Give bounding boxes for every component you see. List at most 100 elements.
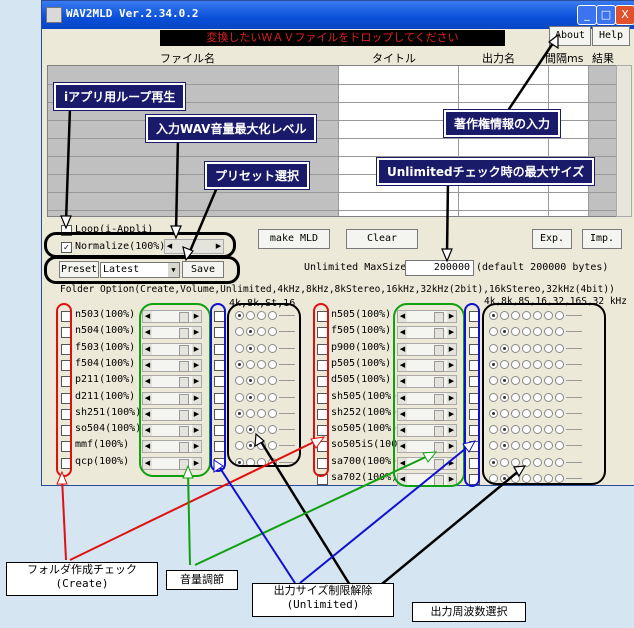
freq-radio[interactable]	[533, 327, 542, 337]
freq-radio[interactable]	[257, 408, 266, 418]
freq-radio[interactable]	[544, 376, 553, 386]
close-button[interactable]: X	[615, 5, 634, 25]
freq-radio[interactable]	[235, 392, 244, 402]
slider-thumb[interactable]	[434, 360, 444, 372]
freq-radio[interactable]	[268, 343, 277, 353]
header-output-name[interactable]: 出力名	[482, 52, 515, 65]
freq-radio[interactable]	[533, 474, 542, 483]
freq-radio[interactable]	[489, 425, 498, 435]
freq-radio[interactable]	[257, 327, 266, 337]
freq-radio[interactable]	[533, 359, 542, 369]
freq-radio[interactable]	[246, 327, 255, 337]
normalize-checkbox[interactable]: ✓	[61, 242, 72, 253]
volume-slider[interactable]: ◀▶	[142, 358, 202, 372]
freq-radio[interactable]	[268, 311, 277, 320]
freq-radio[interactable]	[533, 425, 542, 435]
freq-radio[interactable]	[522, 457, 531, 467]
slider-left-arrow-icon[interactable]: ◀	[398, 343, 407, 355]
max-size-input[interactable]: 200000	[405, 260, 474, 276]
volume-slider[interactable]: ◀▶	[397, 358, 457, 372]
freq-radio[interactable]	[500, 359, 509, 369]
freq-radio[interactable]	[544, 474, 553, 483]
volume-slider[interactable]: ◀▶	[142, 407, 202, 421]
slider-thumb[interactable]	[179, 377, 189, 389]
slider-thumb[interactable]	[434, 409, 444, 421]
export-button[interactable]: Exp.	[532, 229, 572, 249]
slider-right-arrow-icon[interactable]: ▶	[192, 457, 201, 469]
freq-radio[interactable]	[555, 359, 564, 369]
slider-right-arrow-icon[interactable]: ▶	[447, 392, 456, 404]
freq-radio[interactable]	[522, 408, 531, 418]
freq-radio[interactable]	[555, 376, 564, 386]
slider-right-arrow-icon[interactable]: ▶	[447, 457, 456, 469]
freq-radio[interactable]	[257, 311, 266, 320]
slider-right-arrow-icon[interactable]: ▶	[447, 359, 456, 371]
freq-radio[interactable]	[257, 359, 266, 369]
freq-radio[interactable]	[235, 425, 244, 435]
slider-left-arrow-icon[interactable]: ◀	[143, 392, 152, 404]
freq-radio[interactable]	[246, 359, 255, 369]
freq-radio[interactable]	[511, 392, 520, 402]
slider-right-arrow-icon[interactable]: ▶	[447, 376, 456, 388]
freq-radio[interactable]	[489, 392, 498, 402]
save-button[interactable]: Save	[182, 261, 224, 278]
freq-radio[interactable]	[268, 408, 277, 418]
freq-radio[interactable]	[489, 376, 498, 386]
freq-radio[interactable]	[533, 311, 542, 320]
slider-right-arrow-icon[interactable]: ▶	[447, 441, 456, 453]
freq-radio[interactable]	[533, 457, 542, 467]
freq-radio[interactable]	[522, 474, 531, 483]
freq-radio[interactable]	[246, 408, 255, 418]
freq-radio[interactable]	[268, 376, 277, 386]
freq-radio[interactable]	[511, 311, 520, 320]
freq-radio[interactable]	[257, 392, 266, 402]
freq-radio[interactable]	[533, 343, 542, 353]
freq-radio[interactable]	[489, 327, 498, 337]
freq-radio[interactable]	[544, 392, 553, 402]
slider-right-arrow-icon[interactable]: ▶	[192, 311, 201, 322]
freq-radio[interactable]	[235, 408, 244, 418]
slider-right-arrow-icon[interactable]: ▶	[447, 425, 456, 437]
slider-thumb[interactable]	[434, 377, 444, 389]
freq-radio[interactable]	[555, 425, 564, 435]
slider-thumb[interactable]	[434, 344, 444, 356]
slider-left-arrow-icon[interactable]: ◀	[398, 441, 407, 453]
slider-thumb[interactable]	[179, 360, 189, 372]
slider-thumb[interactable]	[179, 344, 189, 356]
freq-radio[interactable]	[544, 408, 553, 418]
freq-radio[interactable]	[268, 425, 277, 435]
slider-left-arrow-icon[interactable]: ◀	[166, 242, 173, 250]
freq-radio[interactable]	[235, 343, 244, 353]
volume-slider[interactable]: ◀▶	[397, 407, 457, 421]
volume-slider[interactable]: ◀▶	[397, 424, 457, 438]
freq-radio[interactable]	[257, 425, 266, 435]
freq-radio[interactable]	[268, 359, 277, 369]
freq-radio[interactable]	[522, 327, 531, 337]
freq-radio[interactable]	[246, 343, 255, 353]
freq-radio[interactable]	[555, 408, 564, 418]
freq-radio[interactable]	[522, 359, 531, 369]
freq-radio[interactable]	[235, 359, 244, 369]
header-file-name[interactable]: ファイル名	[160, 52, 215, 65]
freq-radio[interactable]	[246, 311, 255, 320]
freq-radio[interactable]	[511, 327, 520, 337]
maximize-button[interactable]: □	[596, 5, 616, 25]
freq-radio[interactable]	[522, 343, 531, 353]
freq-radio[interactable]	[500, 392, 509, 402]
freq-radio[interactable]	[544, 311, 553, 320]
freq-radio[interactable]	[511, 408, 520, 418]
slider-thumb[interactable]	[434, 393, 444, 405]
freq-radio[interactable]	[544, 327, 553, 337]
freq-radio[interactable]	[533, 392, 542, 402]
volume-slider[interactable]: ◀▶	[397, 375, 457, 389]
volume-slider[interactable]: ◀▶	[142, 424, 202, 438]
freq-radio[interactable]	[522, 376, 531, 386]
freq-radio[interactable]	[544, 441, 553, 451]
freq-radio[interactable]	[489, 457, 498, 467]
slider-thumb[interactable]	[179, 328, 189, 340]
slider-thumb[interactable]	[179, 426, 189, 438]
file-grid[interactable]	[47, 65, 617, 217]
volume-slider[interactable]: ◀▶	[397, 342, 457, 356]
header-interval[interactable]: 間隔ms	[545, 52, 584, 65]
freq-radio[interactable]	[533, 441, 542, 451]
